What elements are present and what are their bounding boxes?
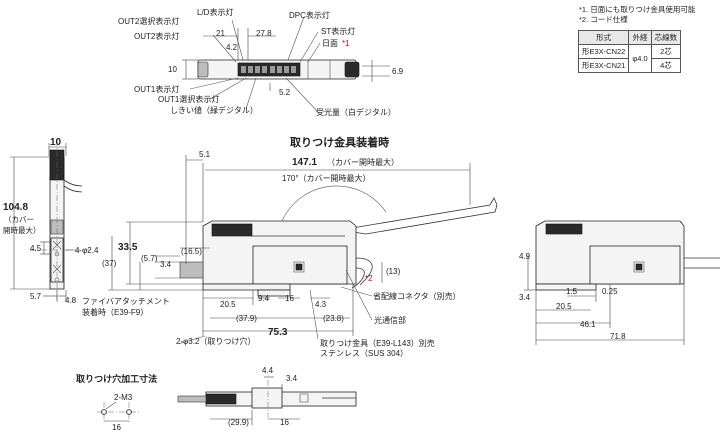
mount-dim-16: 16 — [285, 294, 294, 303]
mount-bracket-1: 取りつけ金具（E39-L143）別売 — [320, 338, 435, 348]
bottom-dim-16: 16 — [280, 418, 289, 427]
mount-signal: 光通信部 — [374, 315, 406, 325]
bottom-dim-3-4: 3.4 — [286, 374, 298, 383]
spec-row-model: 形E3X-CN22 — [577, 44, 630, 59]
spec-diameter: φ4.0 — [628, 44, 652, 73]
mount-fiber-note-1: ファイバアタッチメント — [82, 297, 170, 306]
label-out1-indicator: OUT1表示灯 — [134, 84, 179, 94]
mount-holes: 2-φ3.2（取りつけ穴） — [176, 336, 256, 346]
top-view: OUT2選択表示灯 L/D表示灯 DPC表示灯 OUT2表示灯 ST表示灯 日面… — [118, 7, 404, 117]
label-dpc-indicator: DPC表示灯 — [289, 10, 330, 20]
bottom-dim-29-9: (29.9) — [228, 418, 249, 427]
spec-table: 形式 外経 芯線数 形E3X-CN22 φ4.0 2芯 形E3X-CN21 4芯 — [577, 30, 682, 73]
mount-connector: 省配線コネクタ（別売） — [373, 291, 461, 301]
right-view: 4.9 3.4 1.5 0.25 20.5 46.1 71.8 — [519, 220, 720, 345]
hole-view-title: 取りつけ穴加工寸法 — [76, 373, 157, 384]
right-dim-20-5: 20.5 — [556, 302, 572, 311]
mount-dim-5-1: 5.1 — [199, 150, 211, 159]
mount-dim-20-5: 20.5 — [220, 300, 236, 309]
right-dim-0-25: 0.25 — [602, 287, 618, 296]
spec-row-cores: 2芯 — [650, 44, 682, 59]
mount-dim-147-1-note: （カバー開時最大） — [327, 157, 399, 167]
mount-dim-75-3: 75.3 — [268, 327, 288, 338]
mount-view-bracket — [202, 283, 291, 291]
dim-4-2: 4.2 — [226, 43, 238, 52]
label-ld-indicator: L/D表示灯 — [197, 7, 233, 17]
side-dim-4-8: 4.8 — [65, 296, 77, 305]
label-out1-select: OUT1選択表示灯 — [158, 94, 219, 104]
hole-view: 取りつけ穴加工寸法 2-M3 16 — [76, 373, 157, 432]
label-out2-indicator: OUT2表示灯 — [134, 31, 179, 41]
right-dim-3-4: 3.4 — [519, 293, 531, 302]
mount-fiber-note-2: 装着時（E39-F9） — [82, 307, 148, 317]
label-threshold: しきい値（緑デジタル） — [170, 105, 258, 115]
mount-dim-13: (13) — [386, 267, 401, 276]
side-dim-104-8: 104.8 — [3, 202, 28, 213]
right-dim-71-8: 71.8 — [610, 332, 626, 341]
mount-bracket-2: ステンレス（SUS 304） — [320, 349, 408, 358]
hole-dim-16: 16 — [112, 423, 121, 432]
dim-5-2: 5.2 — [279, 88, 291, 97]
dim-21: 21 — [216, 29, 225, 38]
mount-note-2: *2 — [365, 274, 373, 283]
spec-row-model: 形E3X-CN21 — [577, 58, 630, 73]
spec-header-diameter: 外経 — [628, 30, 652, 45]
side-dim-4-5: 4.5 — [30, 244, 42, 253]
mount-dim-33-5: 33.5 — [118, 242, 138, 253]
bottom-dim-4-4: 4.4 — [262, 366, 274, 375]
label-out2-select: OUT2選択表示灯 — [118, 16, 179, 26]
mount-dim-37: (37) — [102, 259, 117, 268]
side-dim-10: 10 — [50, 137, 62, 148]
side-cover-1: （カバー — [4, 215, 34, 224]
spec-header-cores: 芯線数 — [650, 30, 682, 45]
mount-dim-4-3: 4.3 — [315, 300, 327, 309]
label-day-face-note: *1 — [342, 39, 350, 48]
mount-dim-23-8: (23.8) — [323, 314, 344, 323]
mount-angle: 170°（カバー開時最大） — [282, 173, 371, 183]
mount-view: 取りつけ金具装着時 — [82, 135, 498, 358]
side-dim-5-7: 5.7 — [30, 292, 42, 301]
label-day-face: 日面 — [322, 39, 338, 48]
spec-notes: *1. 日面にも取りつけ金具使用可能 *2. コード仕様 — [579, 5, 695, 25]
dim-27-8: 27.8 — [256, 29, 272, 38]
spec-header-model: 形式 — [577, 30, 630, 45]
mount-dim-5-7: (5.7) — [141, 254, 158, 263]
note-1: *1. 日面にも取りつけ金具使用可能 — [579, 5, 696, 14]
mount-dim-147-1: 147.1 — [292, 157, 317, 168]
mount-dim-16-5: (16.5) — [181, 247, 202, 256]
side-cover-2: 開時最大） — [3, 225, 41, 235]
right-dim-1-5: 1.5 — [566, 287, 578, 296]
spec-row-cores: 4芯 — [650, 58, 682, 73]
label-st-indicator: ST表示灯 — [321, 26, 355, 36]
mount-dim-37-9: (37.9) — [236, 314, 257, 323]
side-dim-hole: 4-φ2.4 — [75, 246, 99, 255]
mount-dim-3-4: 3.4 — [160, 260, 172, 269]
hole-m3: 2-M3 — [114, 393, 133, 402]
dim-6-9: 6.9 — [392, 67, 404, 76]
right-dim-4-9: 4.9 — [519, 252, 531, 261]
top-view-display — [237, 62, 301, 77]
side-view: 10 104.8 （カバー 開時最大） 4.5 4-φ2.4 5.7 4.8 — [3, 137, 99, 305]
label-received: 受光量（白デジタル） — [316, 107, 396, 117]
dim-10: 10 — [168, 65, 177, 74]
mount-view-title: 取りつけ金具装着時 — [290, 135, 389, 149]
bottom-view: 4.4 3.4 (29.9) 16 — [177, 366, 357, 427]
mount-dim-9-4: 9.4 — [258, 294, 270, 303]
right-dim-46-1: 46.1 — [580, 320, 596, 329]
note-2: *2. コード仕様 — [579, 15, 628, 24]
